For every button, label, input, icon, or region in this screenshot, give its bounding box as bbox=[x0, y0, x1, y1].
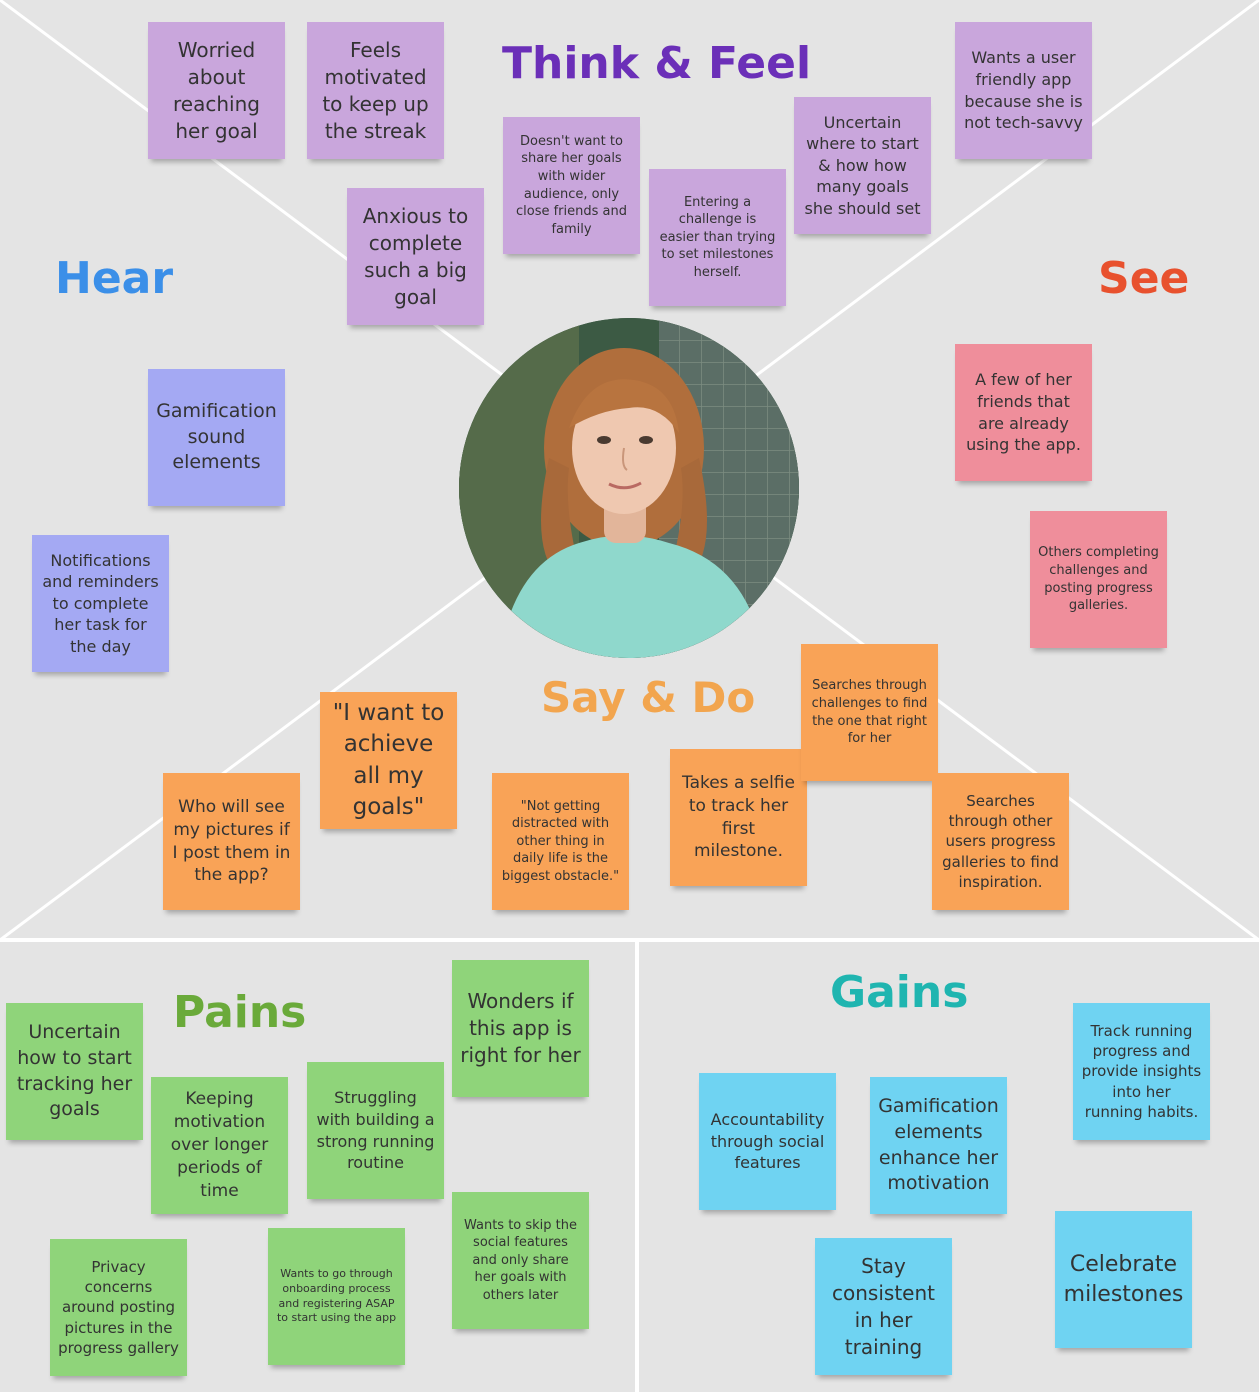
sticky-note: Searches through challenges to find the … bbox=[801, 644, 938, 781]
sticky-note: Celebrate milestones bbox=[1055, 1211, 1192, 1348]
sticky-note: Uncertain how to start tracking her goal… bbox=[6, 1003, 143, 1140]
sticky-note: A few of her friends that are already us… bbox=[955, 344, 1092, 481]
pains-title: Pains bbox=[173, 987, 307, 1038]
sticky-note: Uncertain where to start & how how many … bbox=[794, 97, 931, 234]
sticky-note: "Not getting distracted with other thing… bbox=[492, 773, 629, 910]
sticky-note: Privacy concerns around posting pictures… bbox=[50, 1239, 187, 1376]
sticky-note: Others completing challenges and posting… bbox=[1030, 511, 1167, 648]
sticky-note: Searches through other users progress ga… bbox=[932, 773, 1069, 910]
sticky-note: Anxious to complete such a big goal bbox=[347, 188, 484, 325]
sticky-note: Feels motivated to keep up the streak bbox=[307, 22, 444, 159]
sticky-note: Notifications and reminders to complete … bbox=[32, 535, 169, 672]
sticky-note: Wants a user friendly app because she is… bbox=[955, 22, 1092, 159]
say-do-title: Say & Do bbox=[541, 673, 756, 722]
persona-photo bbox=[459, 318, 799, 658]
sticky-note: Entering a challenge is easier than tryi… bbox=[649, 169, 786, 306]
sticky-note: Takes a selfie to track her first milest… bbox=[670, 749, 807, 886]
sticky-note: "I want to achieve all my goals" bbox=[320, 692, 457, 829]
sticky-note: Wants to skip the social features and on… bbox=[452, 1192, 589, 1329]
hear-title: Hear bbox=[55, 253, 174, 304]
see-title: See bbox=[1098, 253, 1190, 304]
think-feel-title: Think & Feel bbox=[502, 38, 812, 89]
sticky-note: Keeping motivation over longer periods o… bbox=[151, 1077, 288, 1214]
sticky-note: Track running progress and provide insig… bbox=[1073, 1003, 1210, 1140]
sticky-note: Accountability through social features bbox=[699, 1073, 836, 1210]
sticky-note: Worried about reaching her goal bbox=[148, 22, 285, 159]
sticky-note: Wants to go through onboarding process a… bbox=[268, 1228, 405, 1365]
sticky-note: Gamification elements enhance her motiva… bbox=[870, 1077, 1007, 1214]
sticky-note: Doesn't want to share her goals with wid… bbox=[503, 117, 640, 254]
sticky-note: Stay consistent in her training bbox=[815, 1238, 952, 1375]
sticky-note: Wonders if this app is right for her bbox=[452, 960, 589, 1097]
sticky-note: Gamification sound elements bbox=[148, 369, 285, 506]
sticky-note: Struggling with building a strong runnin… bbox=[307, 1062, 444, 1199]
persona-illustration bbox=[459, 318, 799, 658]
gains-title: Gains bbox=[830, 967, 969, 1018]
sticky-note: Who will see my pictures if I post them … bbox=[163, 773, 300, 910]
